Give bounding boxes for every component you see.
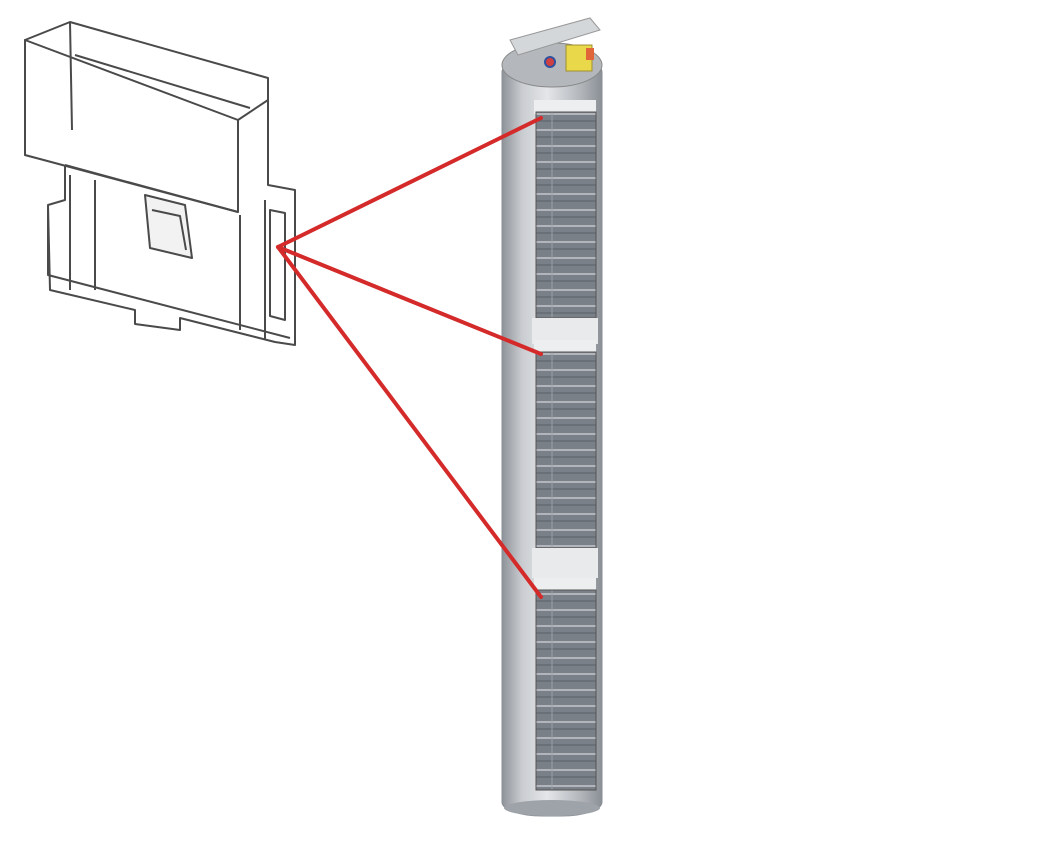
column-assembly xyxy=(501,17,603,817)
bracket-drawing xyxy=(24,21,296,346)
leader-line-upper xyxy=(276,116,543,249)
leader-lines xyxy=(276,116,543,599)
column-spacer xyxy=(532,318,598,344)
leader-line-middle xyxy=(276,245,543,356)
leader-line-lower xyxy=(276,245,543,599)
top-mounting-plate xyxy=(509,17,601,56)
upper-rack-section xyxy=(534,100,597,319)
middle-rack-section xyxy=(534,340,597,549)
lower-rack-section xyxy=(534,578,597,791)
column-spacer xyxy=(532,548,598,578)
